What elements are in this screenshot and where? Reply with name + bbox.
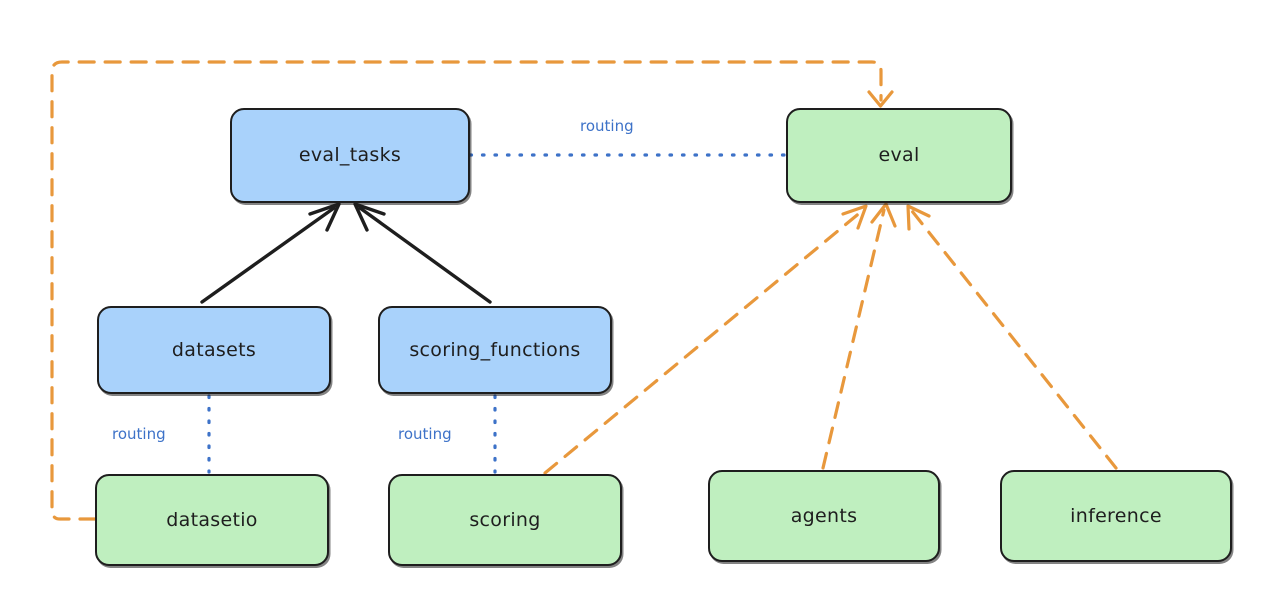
node-scoring-label: scoring [469, 508, 541, 531]
node-scoring-functions-label: scoring_functions [409, 338, 581, 361]
node-agents[interactable]: agents [708, 470, 940, 562]
node-agents-label: agents [790, 504, 858, 527]
edge-datasetio-to-eval [50, 60, 894, 521]
edge-scoring-functions-to-eval-tasks [353, 202, 492, 304]
edge-label-routing-eval: routing [580, 117, 634, 135]
node-scoring[interactable]: scoring [388, 474, 622, 566]
node-datasetio[interactable]: datasetio [95, 474, 329, 566]
node-eval-tasks[interactable]: eval_tasks [230, 108, 470, 203]
edge-label-routing-datasets: routing [112, 425, 166, 443]
node-eval-label: eval [878, 144, 920, 167]
edge-datasets-to-eval-tasks [200, 202, 341, 304]
node-datasets[interactable]: datasets [97, 306, 331, 394]
node-eval-tasks-label: eval_tasks [298, 144, 402, 167]
node-eval[interactable]: eval [786, 108, 1012, 203]
node-datasetio-label: datasetio [166, 508, 258, 531]
edge-label-routing-scoring-functions: routing [398, 425, 452, 443]
node-inference[interactable]: inference [1000, 470, 1232, 562]
node-inference-label: inference [1070, 504, 1162, 527]
edge-inference-to-eval [906, 204, 1118, 470]
node-scoring-functions[interactable]: scoring_functions [378, 306, 612, 394]
node-datasets-label: datasets [171, 338, 257, 361]
edge-agents-to-eval [821, 202, 897, 470]
